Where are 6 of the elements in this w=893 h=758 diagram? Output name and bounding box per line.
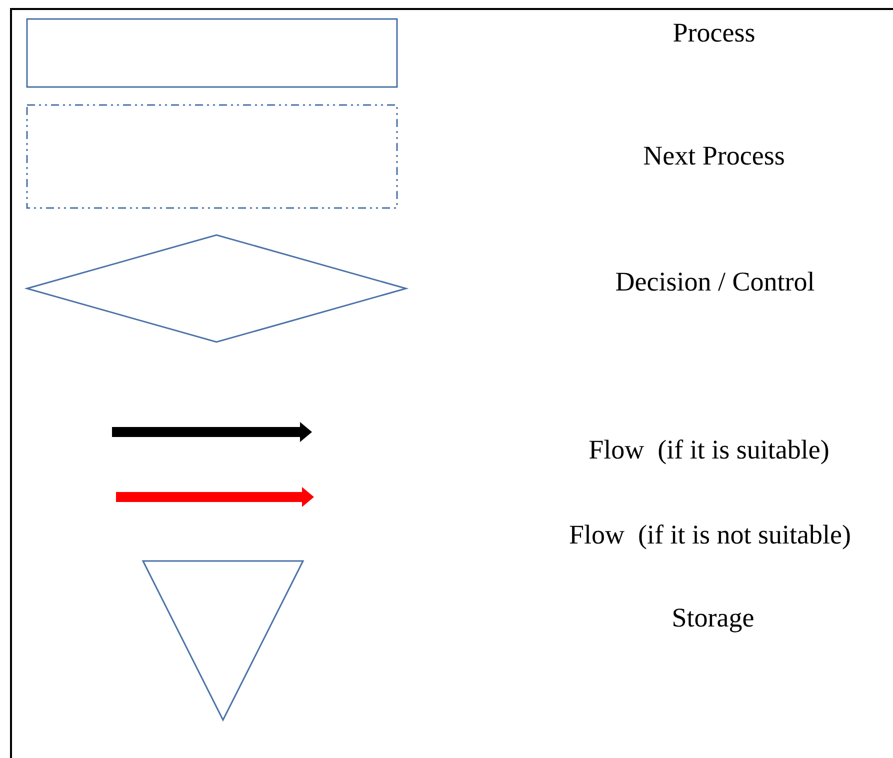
legend-label: Decision / Control [615,266,815,298]
legend-label: Process [672,18,756,48]
legend-label: Flow (if it is not suitable) [569,520,851,550]
legend-label: Flow (if it is suitable) [588,434,830,466]
legend-label: Next Process [643,140,785,172]
legend-label: Storage [672,602,754,634]
